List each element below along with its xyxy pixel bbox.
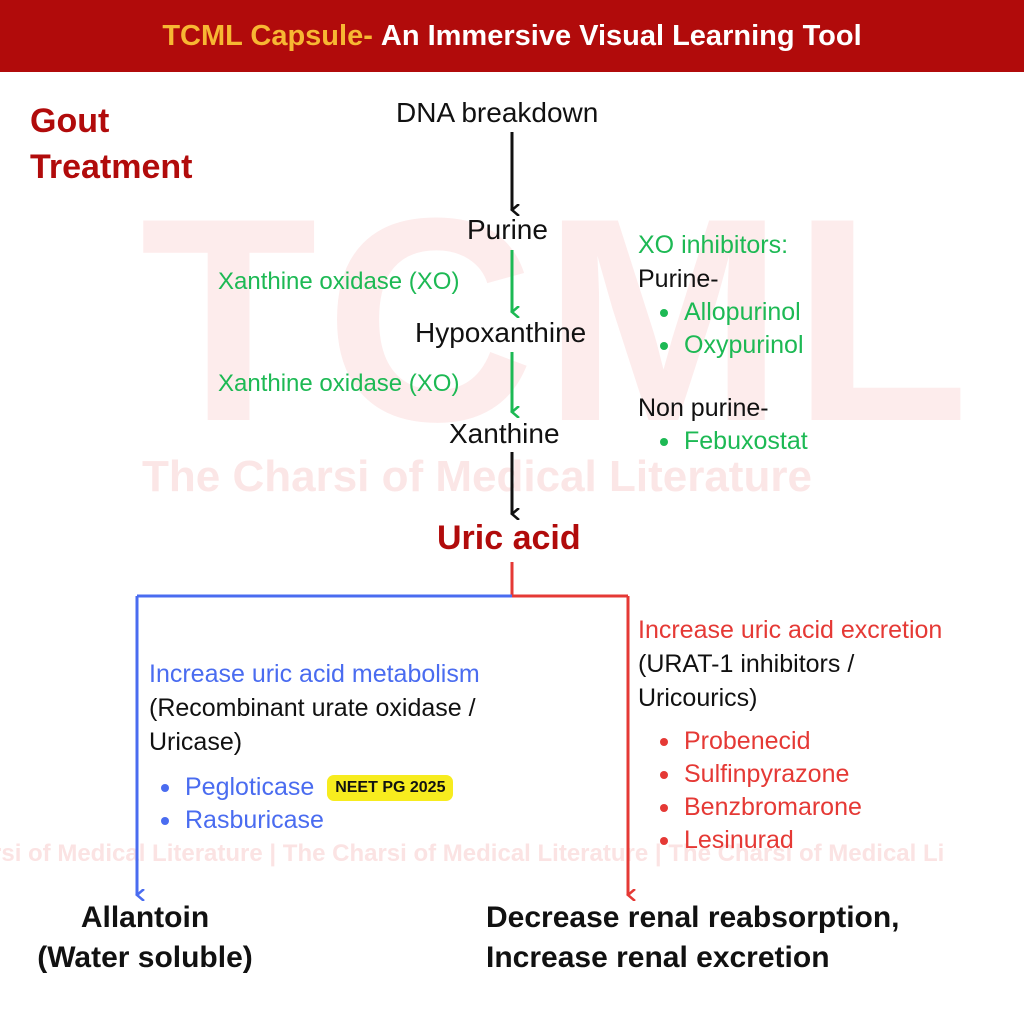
drug-probenecid: Probenecid xyxy=(658,725,942,758)
node-purine: Purine xyxy=(467,214,548,245)
drug-benzbromarone: Benzbromarone xyxy=(658,791,942,824)
drug-pegloticase-label: Pegloticase xyxy=(185,773,315,801)
outcome-renal-line2: Increase renal excretion xyxy=(486,941,830,974)
excretion-panel: Increase uric acid excretion (URAT-1 inh… xyxy=(638,613,942,857)
enzyme-label-2: Xanthine oxidase (XO) xyxy=(218,370,460,397)
metabolism-description: (Recombinant urate oxidase / Uricase) xyxy=(149,694,476,756)
excretion-title: Increase uric acid excretion xyxy=(638,616,943,644)
xo-purine-label: Purine- xyxy=(638,265,719,293)
node-dna-breakdown: DNA breakdown xyxy=(396,97,599,128)
node-hypoxanthine: Hypoxanthine xyxy=(415,317,587,348)
watermark-logo: TCML xyxy=(140,158,978,482)
drug-sulfinpyrazone: Sulfinpyrazone xyxy=(658,758,942,791)
metabolism-drug-list: Pegloticase NEET PG 2025 Rasburicase xyxy=(159,771,529,837)
excretion-description-2: Uricourics) xyxy=(638,684,758,712)
xo-inhibitors-title: XO inhibitors: xyxy=(638,231,789,259)
outcome-renal-line1: Decrease renal reabsorption, xyxy=(486,901,900,934)
watermark-subtitle: The Charsi of Medical Literature xyxy=(142,452,812,501)
xo-purine-drug-list: Allopurinol Oxypurinol xyxy=(658,296,808,362)
xo-nonpurine-drug-list: Febuxostat xyxy=(658,425,808,458)
enzyme-label-1: Xanthine oxidase (XO) xyxy=(218,268,460,295)
outcome-allantoin-line2: (Water soluble) xyxy=(37,941,253,974)
header-tagline: An Immersive Visual Learning Tool xyxy=(380,19,862,52)
metabolism-title: Increase uric acid metabolism xyxy=(149,660,480,688)
drug-oxypurinol: Oxypurinol xyxy=(658,329,808,362)
header-brand: TCML Capsule- xyxy=(162,19,373,52)
metabolism-panel: Increase uric acid metabolism (Recombina… xyxy=(149,657,529,837)
neet-pg-badge: NEET PG 2025 xyxy=(327,775,454,801)
xo-inhibitors-panel: XO inhibitors: Purine- Allopurinol Oxypu… xyxy=(638,228,808,458)
outcome-renal: Decrease renal reabsorption, Increase re… xyxy=(486,898,900,978)
drug-febuxostat: Febuxostat xyxy=(658,425,808,458)
outcome-allantoin: Allantoin (Water soluble) xyxy=(20,898,270,978)
drug-allopurinol: Allopurinol xyxy=(658,296,808,329)
outcome-allantoin-line1: Allantoin xyxy=(80,901,210,934)
topic-title: Gout Treatment xyxy=(30,102,193,186)
excretion-description-1: (URAT-1 inhibitors / xyxy=(638,650,855,678)
node-xanthine: Xanthine xyxy=(449,418,560,449)
drug-pegloticase: Pegloticase NEET PG 2025 xyxy=(159,771,529,804)
drug-lesinurad: Lesinurad xyxy=(658,824,942,857)
watermark-strip: rsi of Medical Literature | The Charsi o… xyxy=(0,840,945,867)
header-banner: TCML Capsule- An Immersive Visual Learni… xyxy=(0,0,1024,72)
excretion-drug-list: Probenecid Sulfinpyrazone Benzbromarone … xyxy=(658,725,942,857)
xo-nonpurine-label: Non purine- xyxy=(638,394,769,422)
drug-rasburicase: Rasburicase xyxy=(159,804,529,837)
node-uric-acid: Uric acid xyxy=(437,519,581,557)
